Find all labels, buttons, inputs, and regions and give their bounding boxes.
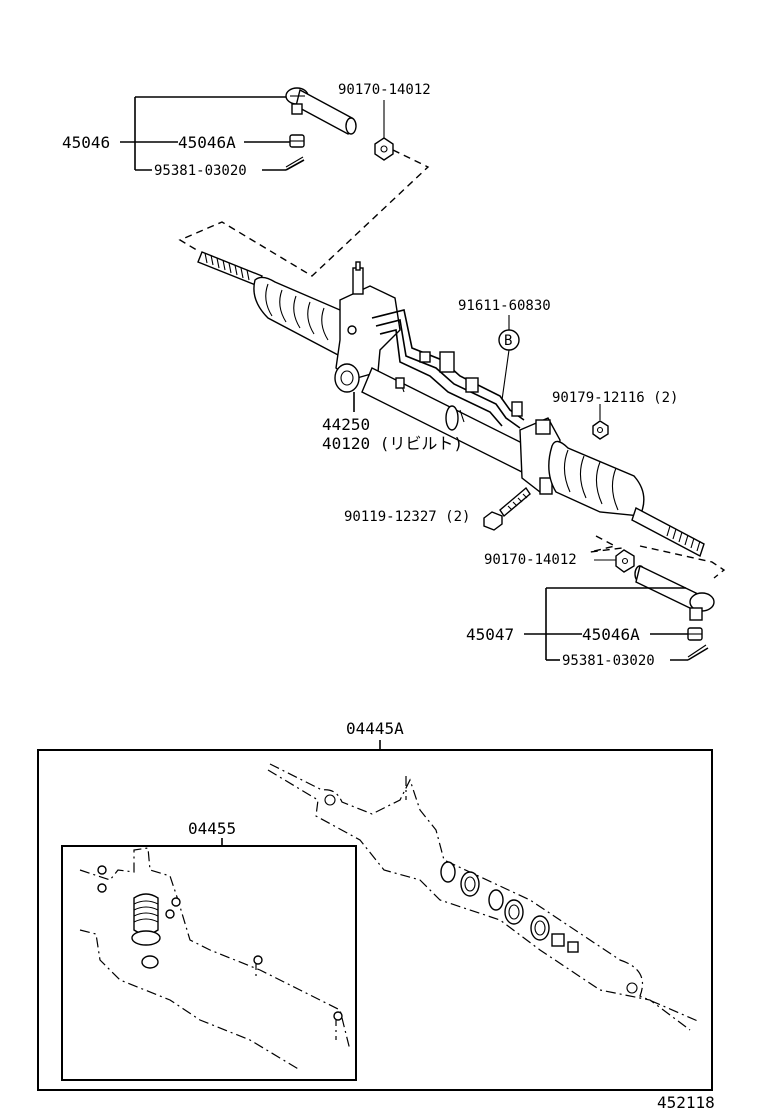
seal-kit-box (61, 845, 357, 1081)
hose-clamp-part-label: 91611-60830 (458, 298, 551, 314)
left-lock-nut (374, 100, 394, 161)
left-castle-nut (289, 134, 305, 148)
gasket-kit-seals (440, 861, 579, 953)
right-tie-rod-end (634, 564, 715, 621)
mount-bolt-label: 90119-12327 (2) (344, 509, 470, 525)
mount-nut-label: 90179-12116 (2) (552, 390, 678, 406)
right-inner-tie-rod (631, 506, 705, 558)
left-cotter-pin (285, 156, 305, 171)
mount-bolt (483, 486, 531, 531)
rack-gear-housing (334, 261, 401, 412)
cotter-pin-left-label: 95381-03020 (154, 163, 247, 179)
mount-nut (592, 420, 609, 440)
seal-kit-group: 04455 (61, 819, 357, 1081)
steering-rack-assembly: 44250 40120 (リビルト) (197, 251, 705, 558)
seal-kit-housing-outline (79, 847, 351, 1071)
tie-rod-end-right-nut-label: 45046A (582, 625, 640, 644)
cotter-pin-right-label: 95381-03020 (562, 653, 655, 669)
right-cotter-pin (687, 644, 709, 661)
right-tie-rod-end-group: 90170-14012 45047 45046A 95381-03020 (466, 535, 726, 669)
right-lock-nut (594, 549, 635, 573)
tie-rod-end-left-set-label: 45046 (62, 133, 110, 152)
mount-bolt-callout: 90119-12327 (2) (344, 486, 531, 531)
hydraulic-lines (371, 309, 525, 429)
rack-assembly-label: 44250 (322, 415, 370, 434)
lock-nut-right-label: 90170-14012 (484, 552, 577, 568)
left-tie-rod-end (285, 87, 357, 136)
lock-nut-left-label: 90170-14012 (338, 82, 431, 98)
gasket-kit-label: 04445A (346, 719, 404, 738)
left-tie-rod-end-group: 45046 45046A 95381-03020 90170-14012 (62, 82, 431, 277)
tie-rod-end-left-nut-label: 45046A (178, 133, 236, 152)
rack-rebuilt-label: 40120 (リビルト) (322, 434, 463, 453)
hose-clamp-callout: B 91611-60830 (458, 298, 551, 401)
gasket-kit-rack-outline (267, 763, 701, 1031)
right-castle-nut (687, 627, 703, 641)
left-rack-boot (253, 276, 346, 357)
seal-kit-parts (97, 865, 343, 1021)
diagram-code-label: 452118 (657, 1093, 715, 1112)
gasket-kit-box (37, 749, 713, 1091)
marker-b-label: B (504, 333, 512, 349)
gasket-kit-group: 04445A 04455 (37, 719, 713, 1091)
tie-rod-end-right-set-label: 45047 (466, 625, 514, 644)
mount-nut-callout: 90179-12116 (2) (552, 390, 678, 440)
rack-tube (361, 367, 533, 473)
seal-kit-label: 04455 (188, 819, 236, 838)
left-inner-tie-rod (197, 251, 263, 287)
right-rack-boot (548, 440, 645, 517)
